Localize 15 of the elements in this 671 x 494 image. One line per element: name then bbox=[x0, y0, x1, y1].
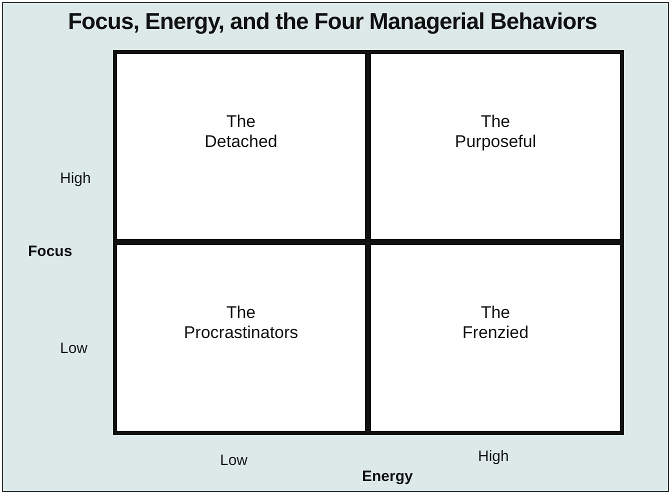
quadrant-box bbox=[367, 50, 624, 243]
axis-title: Energy bbox=[362, 468, 413, 485]
quadrant-box bbox=[367, 241, 624, 435]
axis-title: Focus bbox=[28, 243, 72, 260]
quadrant-label: The Detached bbox=[204, 112, 278, 152]
axis-tick-label: High bbox=[60, 170, 91, 187]
axis-tick-label: Low bbox=[220, 452, 248, 469]
quadrant-label: The Procrastinators bbox=[184, 303, 298, 343]
quadrant-label: The Frenzied bbox=[462, 303, 529, 343]
quadrant-box bbox=[113, 50, 369, 243]
title: Focus, Energy, and the Four Managerial Behaviors bbox=[67, 8, 598, 35]
quadrant-box bbox=[113, 241, 369, 435]
quadrant-label: The Purposeful bbox=[454, 112, 536, 152]
axis-tick-label: High bbox=[478, 448, 509, 465]
axis-tick-label: Low bbox=[60, 340, 88, 357]
